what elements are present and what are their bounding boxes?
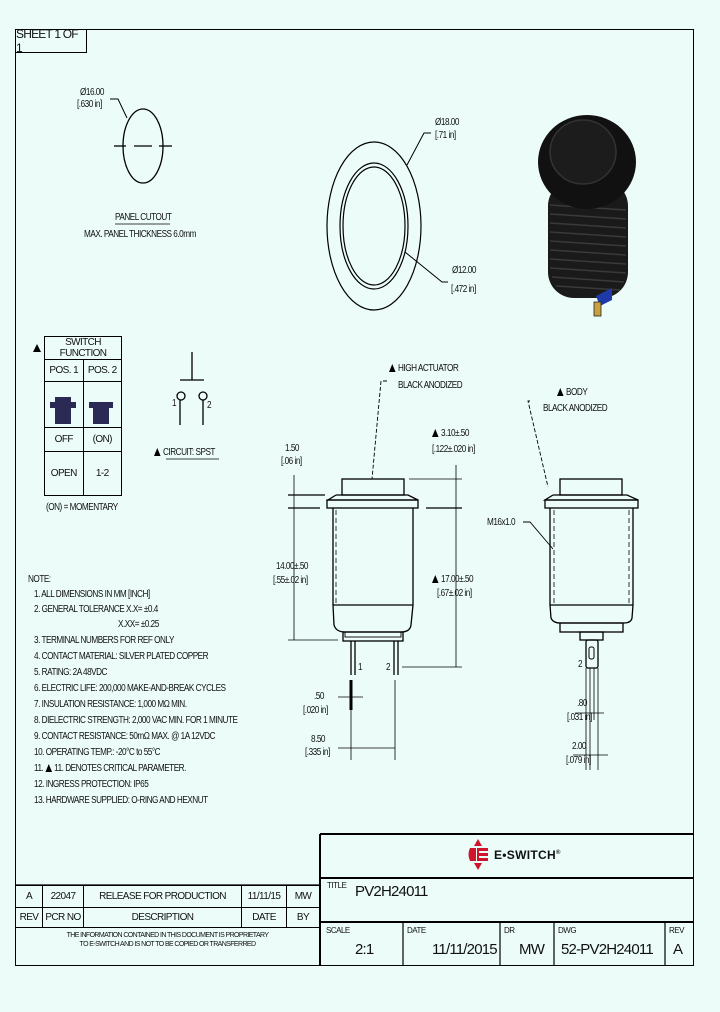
drawing-frame	[15, 29, 694, 966]
note-item: 7. INSULATION RESISTANCE: 1,000 MΩ MIN.	[34, 699, 187, 710]
body-finish: BLACK ANODIZED	[543, 403, 608, 414]
note-item: 11. 11. DENOTES CRITICAL PARAMETER.	[34, 763, 186, 774]
note-item: 4. CONTACT MATERIAL: SILVER PLATED COPPE…	[34, 651, 209, 662]
panel-cutout-title: PANEL CUTOUT	[115, 212, 172, 223]
notes-title: NOTE:	[28, 574, 51, 585]
note-item: 10. OPERATING TEMP.: -20°C to 55°C	[34, 747, 161, 758]
note-item: 12. INGRESS PROTECTION: IP65	[34, 779, 149, 790]
momentary-footnote: (ON) = MOMENTARY	[46, 502, 118, 513]
note-item: X.XX= ±0.25	[118, 619, 159, 630]
dwg-label: DWG	[558, 926, 577, 935]
dim-pin-pitch-in: [.335 in]	[305, 747, 330, 758]
note-item: 13. HARDWARE SUPPLIED: O-RING AND HEXNUT	[34, 795, 208, 806]
dwg-number: 52-PV2H24011	[561, 941, 654, 958]
actuator-callout: HIGH ACTUATOR	[389, 363, 459, 374]
pos2-header: POS. 2	[82, 359, 122, 382]
pos1-state: OFF	[44, 427, 84, 452]
drawn-by-value: MW	[519, 941, 545, 958]
switch-function-title: SWITCH FUNCTION	[44, 336, 122, 360]
side-view-drawing	[523, 400, 639, 770]
dim-hole-in: [.031 in]	[567, 712, 592, 723]
top-inner-diameter-in: [.472 in]	[451, 284, 476, 295]
panel-thickness-note: MAX. PANEL THICKNESS 6.0mm	[84, 229, 196, 240]
dim-total-in: [.67±.02 in]	[437, 588, 472, 599]
rev-value: A	[673, 941, 683, 958]
dim-width-mm: 2.00	[572, 741, 587, 752]
dim-flange-mm: 1.50	[285, 443, 300, 454]
top-outer-diameter-mm: Ø18.00	[435, 117, 459, 128]
pos2-contacts: 1-2	[82, 451, 122, 496]
revision-table: A 22047 RELEASE FOR PRODUCTION 11/11/15 …	[15, 885, 320, 966]
circuit-type: CIRCUIT: SPST	[154, 447, 215, 458]
title-label: TITLE	[327, 881, 347, 890]
switch-3d-rendering	[538, 115, 636, 317]
front-pin2-label: 2	[386, 662, 391, 673]
actuator-finish: BLACK ANODIZED	[398, 380, 463, 391]
dim-pin-thk-in: [.020 in]	[303, 705, 328, 716]
dim-flange-in: [.06 in]	[281, 456, 302, 467]
date-value: 11/11/15	[241, 885, 287, 908]
proprietary-notice: THE INFORMATION CONTAINED IN THIS DOCUME…	[15, 927, 320, 966]
body-callout: BODY	[557, 387, 588, 398]
switch-function-table: SWITCH FUNCTION POS. 1 POS. 2 OFF (ON) O…	[44, 336, 122, 496]
thread-spec: M16x1.0	[487, 517, 516, 528]
dim-body-in: [.55±.02 in]	[273, 575, 308, 586]
description-value: RELEASE FOR PRODUCTION	[83, 885, 242, 908]
pos1-header: POS. 1	[44, 359, 84, 382]
circuit-symbol	[166, 352, 219, 460]
dim-hole-mm: .80	[577, 698, 587, 709]
sheet-label: SHEET 1 OF 1	[15, 27, 87, 55]
by-header: BY	[286, 907, 320, 928]
side-pin-label: 2	[578, 659, 583, 670]
pos1-contacts: OPEN	[44, 451, 84, 496]
note-item: 6. ELECTRIC LIFE: 200,000 MAKE-AND-BREAK…	[34, 683, 226, 694]
rev-header: REV	[15, 907, 43, 928]
scale-label: SCALE	[326, 926, 350, 935]
note-item: 1. ALL DIMENSIONS IN MM [INCH]	[34, 589, 150, 600]
date-value: 11/11/2015	[432, 941, 498, 958]
circuit-pin1: 1	[172, 398, 177, 409]
drawn-by-label: DR	[504, 926, 515, 935]
dim-actuator-in: [.122±.020 in]	[432, 444, 475, 455]
by-value: MW	[286, 885, 320, 908]
panel-cutout-drawing	[110, 98, 172, 225]
cutout-diameter-mm: Ø16.00	[80, 87, 104, 98]
note-item: 5. RATING: 2A 48VDC	[34, 667, 107, 678]
rev-label: REV	[669, 926, 684, 935]
pos2-state: (ON)	[82, 427, 122, 452]
dim-width-in: [.079 in]	[566, 755, 591, 766]
rev-value: A	[15, 885, 43, 908]
brand-name: E•SWITCH®	[494, 848, 561, 862]
note-item: 3. TERMINAL NUMBERS FOR REF ONLY	[34, 635, 174, 646]
dim-body-mm: 14.00±.50	[276, 561, 308, 572]
dim-actuator-mm: 3.10±.50	[432, 428, 469, 439]
dim-pin-thk-mm: .50	[314, 691, 324, 702]
top-outer-diameter-in: [.71 in]	[435, 130, 456, 141]
front-view-drawing	[288, 380, 462, 760]
note-item: 2. GENERAL TOLERANCE X.X= ±0.4	[34, 604, 158, 615]
top-inner-diameter-mm: Ø12.00	[452, 265, 476, 276]
pos1-actuator-icon	[44, 381, 84, 428]
note-item: 9. CONTACT RESISTANCE: 50mΩ MAX. @ 1A 12…	[34, 731, 216, 742]
pcr-value: 22047	[42, 885, 84, 908]
dim-pin-pitch-mm: 8.50	[311, 734, 326, 745]
scale-value: 2:1	[355, 941, 374, 958]
top-view-drawing	[326, 132, 448, 311]
circuit-pin2: 2	[207, 400, 212, 411]
description-header: DESCRIPTION	[83, 907, 242, 928]
part-number-title: PV2H24011	[355, 883, 428, 900]
pos2-actuator-icon	[82, 381, 122, 428]
front-pin1-label: 1	[358, 662, 363, 673]
critical-parameter-icon	[33, 344, 41, 352]
cutout-diameter-in: [.630 in]	[77, 99, 102, 110]
dim-total-mm: 17.00±.50	[432, 574, 474, 585]
pcr-header: PCR NO	[42, 907, 84, 928]
date-label: DATE	[407, 926, 426, 935]
eswitch-logo-icon	[468, 839, 488, 870]
date-header: DATE	[241, 907, 287, 928]
note-item: 8. DIELECTRIC STRENGTH: 2,000 VAC MIN. F…	[34, 715, 238, 726]
